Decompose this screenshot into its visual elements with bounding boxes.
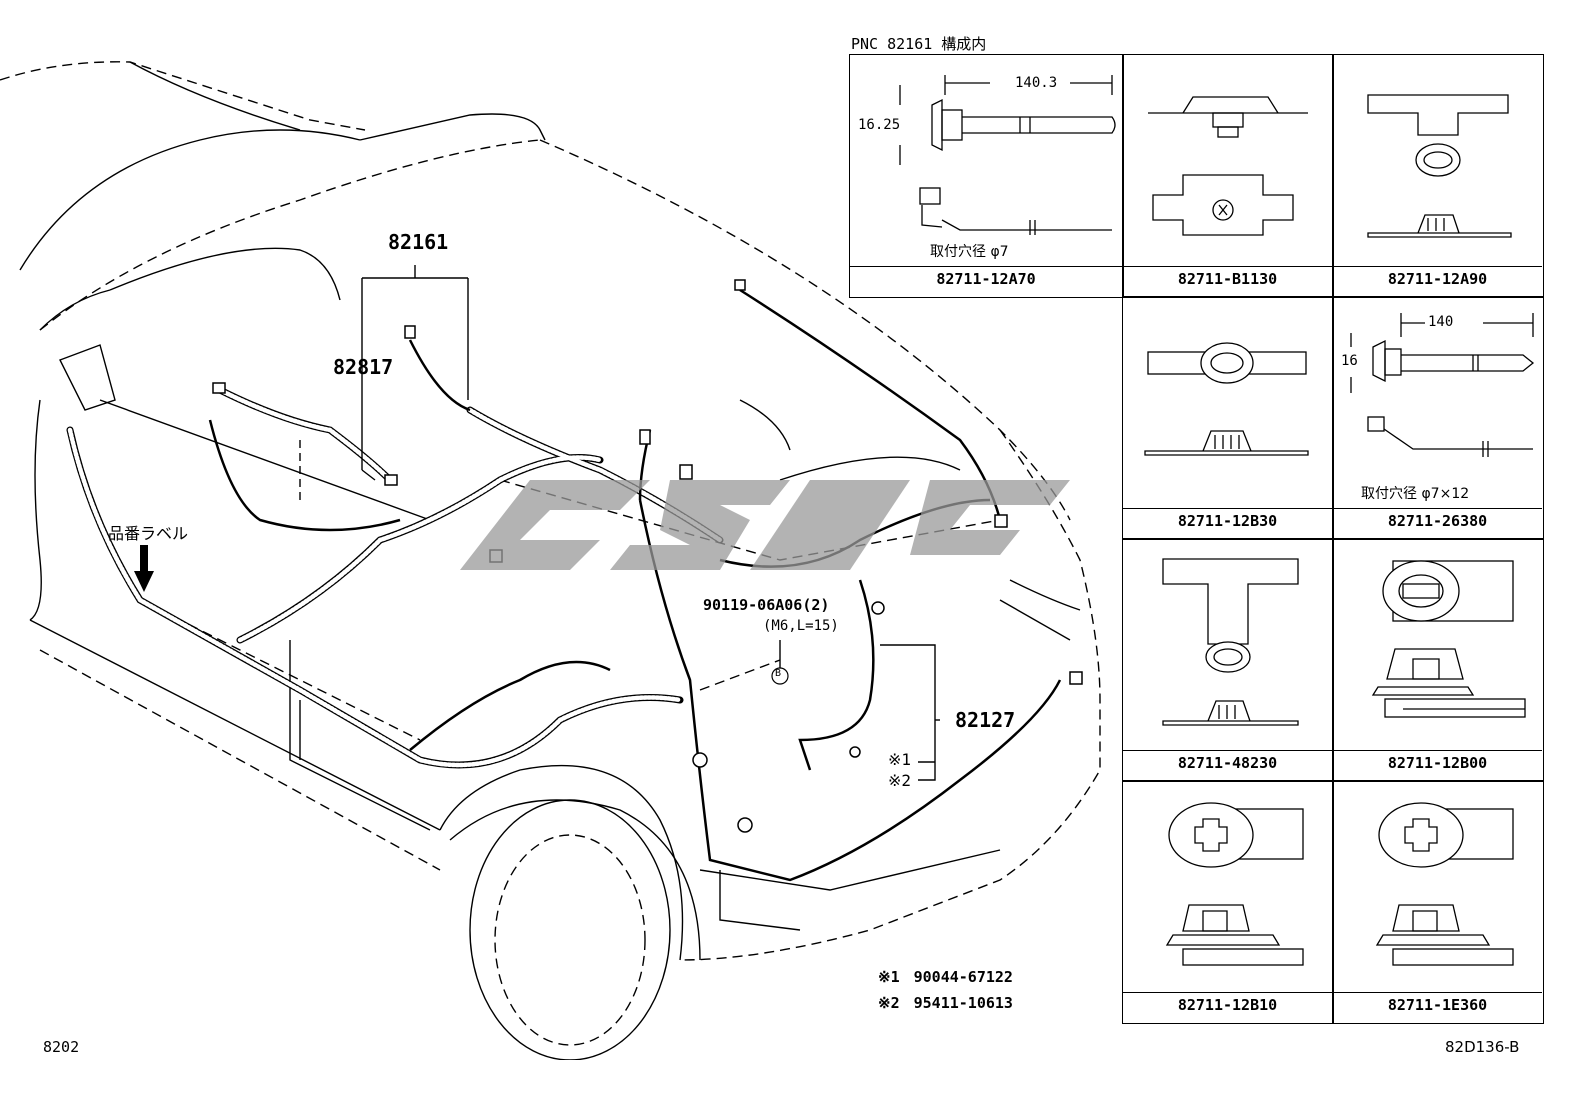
legend-item: ※1 90044-67122 [878,968,1013,994]
clip-cell-82711-1E360: 82711-1E360 [1332,780,1544,1024]
note-mark-1: ※1 [888,750,912,769]
legend: ※1 90044-67122 ※2 95411-10613 [878,968,1013,1020]
footer-page-code: 8202 [43,1038,80,1056]
part-label-82817: 82817 [333,355,394,379]
part-number: 82711-12B30 [1177,512,1278,530]
bolt-marker: B [775,668,782,679]
part-label-82161: 82161 [388,230,449,254]
clip-cell-82711-12A70: 140.3 16.25 取付穴径 φ7 82711-12A70 [849,54,1124,298]
dim-length: 140 [1425,314,1457,330]
legend-mark: ※2 [878,994,900,1012]
clip-cell-82711-26380: 140 16 取付穴径 φ7×12 82711-26380 [1332,296,1544,540]
down-arrow-icon [134,545,154,592]
dim-length: 140.3 [1012,75,1061,91]
clip-drawing-icon [1148,96,1308,236]
part-number: 82711-B1130 [1177,270,1278,288]
clip-drawing-icon [1162,558,1299,726]
part-number: 82711-12B00 [1387,754,1488,772]
part-number: 82711-1E360 [1387,996,1488,1014]
label-callout: 品番ラベル [108,524,189,543]
clip-drawing-icon [899,75,1116,235]
clip-cell-82711-B1130: 82711-B1130 [1122,54,1334,298]
clip-cell-82711-12A90: 82711-12A90 [1332,54,1544,298]
clip-drawing-icon [1371,560,1526,718]
bolt-spec: (M6,L=15) [763,618,839,634]
part-label-82127: 82127 [955,708,1016,732]
part-number: 82711-26380 [1387,512,1488,530]
legend-part: 90044-67122 [913,968,1013,986]
clip-cell-82711-12B00: 82711-12B00 [1332,538,1544,782]
footer-diagram-id: 82D136-B [1445,1038,1520,1056]
clip-table-header: PNC 82161 構成内 [851,35,987,53]
clip-drawing-icon [1375,802,1514,966]
part-number: 82711-12A70 [936,270,1036,288]
part-number: 82711-12A90 [1387,270,1488,288]
part-number: 82711-48230 [1177,754,1278,772]
dim-height: 16.25 [858,117,901,133]
clip-cell-82711-12B10: 82711-12B10 [1122,780,1334,1024]
clip-cell-82711-48230: 82711-48230 [1122,538,1334,782]
legend-item: ※2 95411-10613 [878,994,1013,1020]
legend-part: 95411-10613 [913,994,1013,1012]
mount-hole-note: 取付穴径 φ7×12 [1361,486,1470,502]
clip-drawing-icon [1367,94,1512,238]
mount-hole-note: 取付穴径 φ7 [930,244,1009,260]
clip-cell-82711-12B30: 82711-12B30 [1122,296,1334,540]
bolt-marker-circle [771,667,789,685]
part-label-bolt: 90119-06A06(2) [703,596,830,614]
clip-drawing-icon [1144,342,1309,456]
legend-mark: ※1 [878,968,900,986]
watermark [430,460,1130,610]
note-mark-2: ※2 [888,771,912,790]
vehicle-diagram [0,61,1101,1060]
dim-height: 16 [1341,353,1358,369]
clip-drawing-icon [1165,802,1304,966]
part-number: 82711-12B10 [1177,996,1278,1014]
